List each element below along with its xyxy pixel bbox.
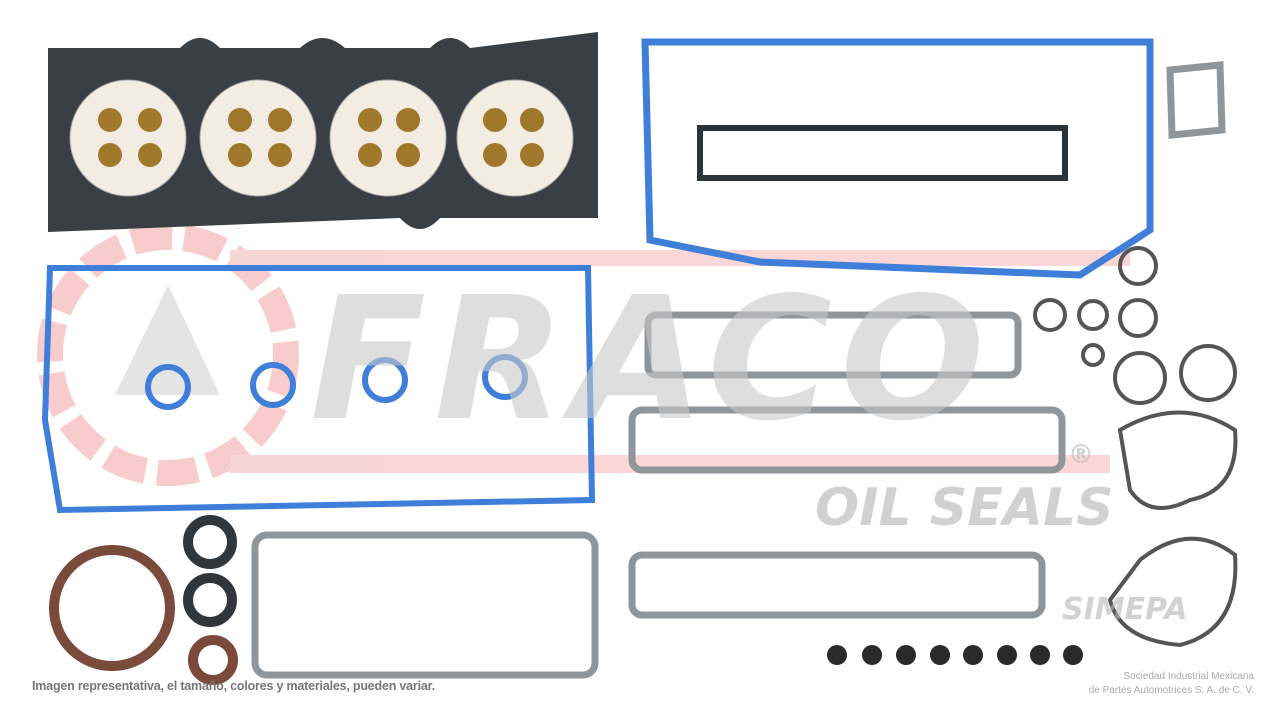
disclaimer-text: Imagen representativa, el tamaño, colore… xyxy=(32,679,435,693)
intake-manifold-gasket xyxy=(644,311,1022,379)
crankshaft-seals xyxy=(49,545,238,685)
valve-stem-seals-loose xyxy=(827,645,1083,665)
tagline-watermark: OIL SEALS xyxy=(815,478,1114,538)
simepa-logo: SIMEPA xyxy=(1062,592,1188,627)
company-line-1: Sociedad Industrial Mexicana xyxy=(1123,671,1254,682)
company-line-2: de Partes Automotrices S. A. de C. V. xyxy=(1088,685,1254,696)
registered-mark: ® xyxy=(1068,440,1094,470)
o-rings xyxy=(1033,246,1238,648)
timing-cover-gasket xyxy=(251,531,599,679)
cylinder-head-gasket xyxy=(48,32,598,232)
spark-plug-tube-seals xyxy=(145,354,528,410)
company-name: Sociedad Industrial Mexicana de Partes A… xyxy=(1089,670,1254,698)
water-pump-gasket xyxy=(1166,61,1226,139)
lower-intake-gasket xyxy=(628,551,1046,619)
intake-plenum-gasket xyxy=(697,125,1068,181)
brand-watermark: FRACO xyxy=(310,261,993,459)
oil-pan-gasket xyxy=(641,38,1154,279)
exhaust-manifold-gasket xyxy=(628,406,1066,474)
valve-cover-gasket xyxy=(41,265,596,514)
valve-stem-seals xyxy=(98,108,544,167)
